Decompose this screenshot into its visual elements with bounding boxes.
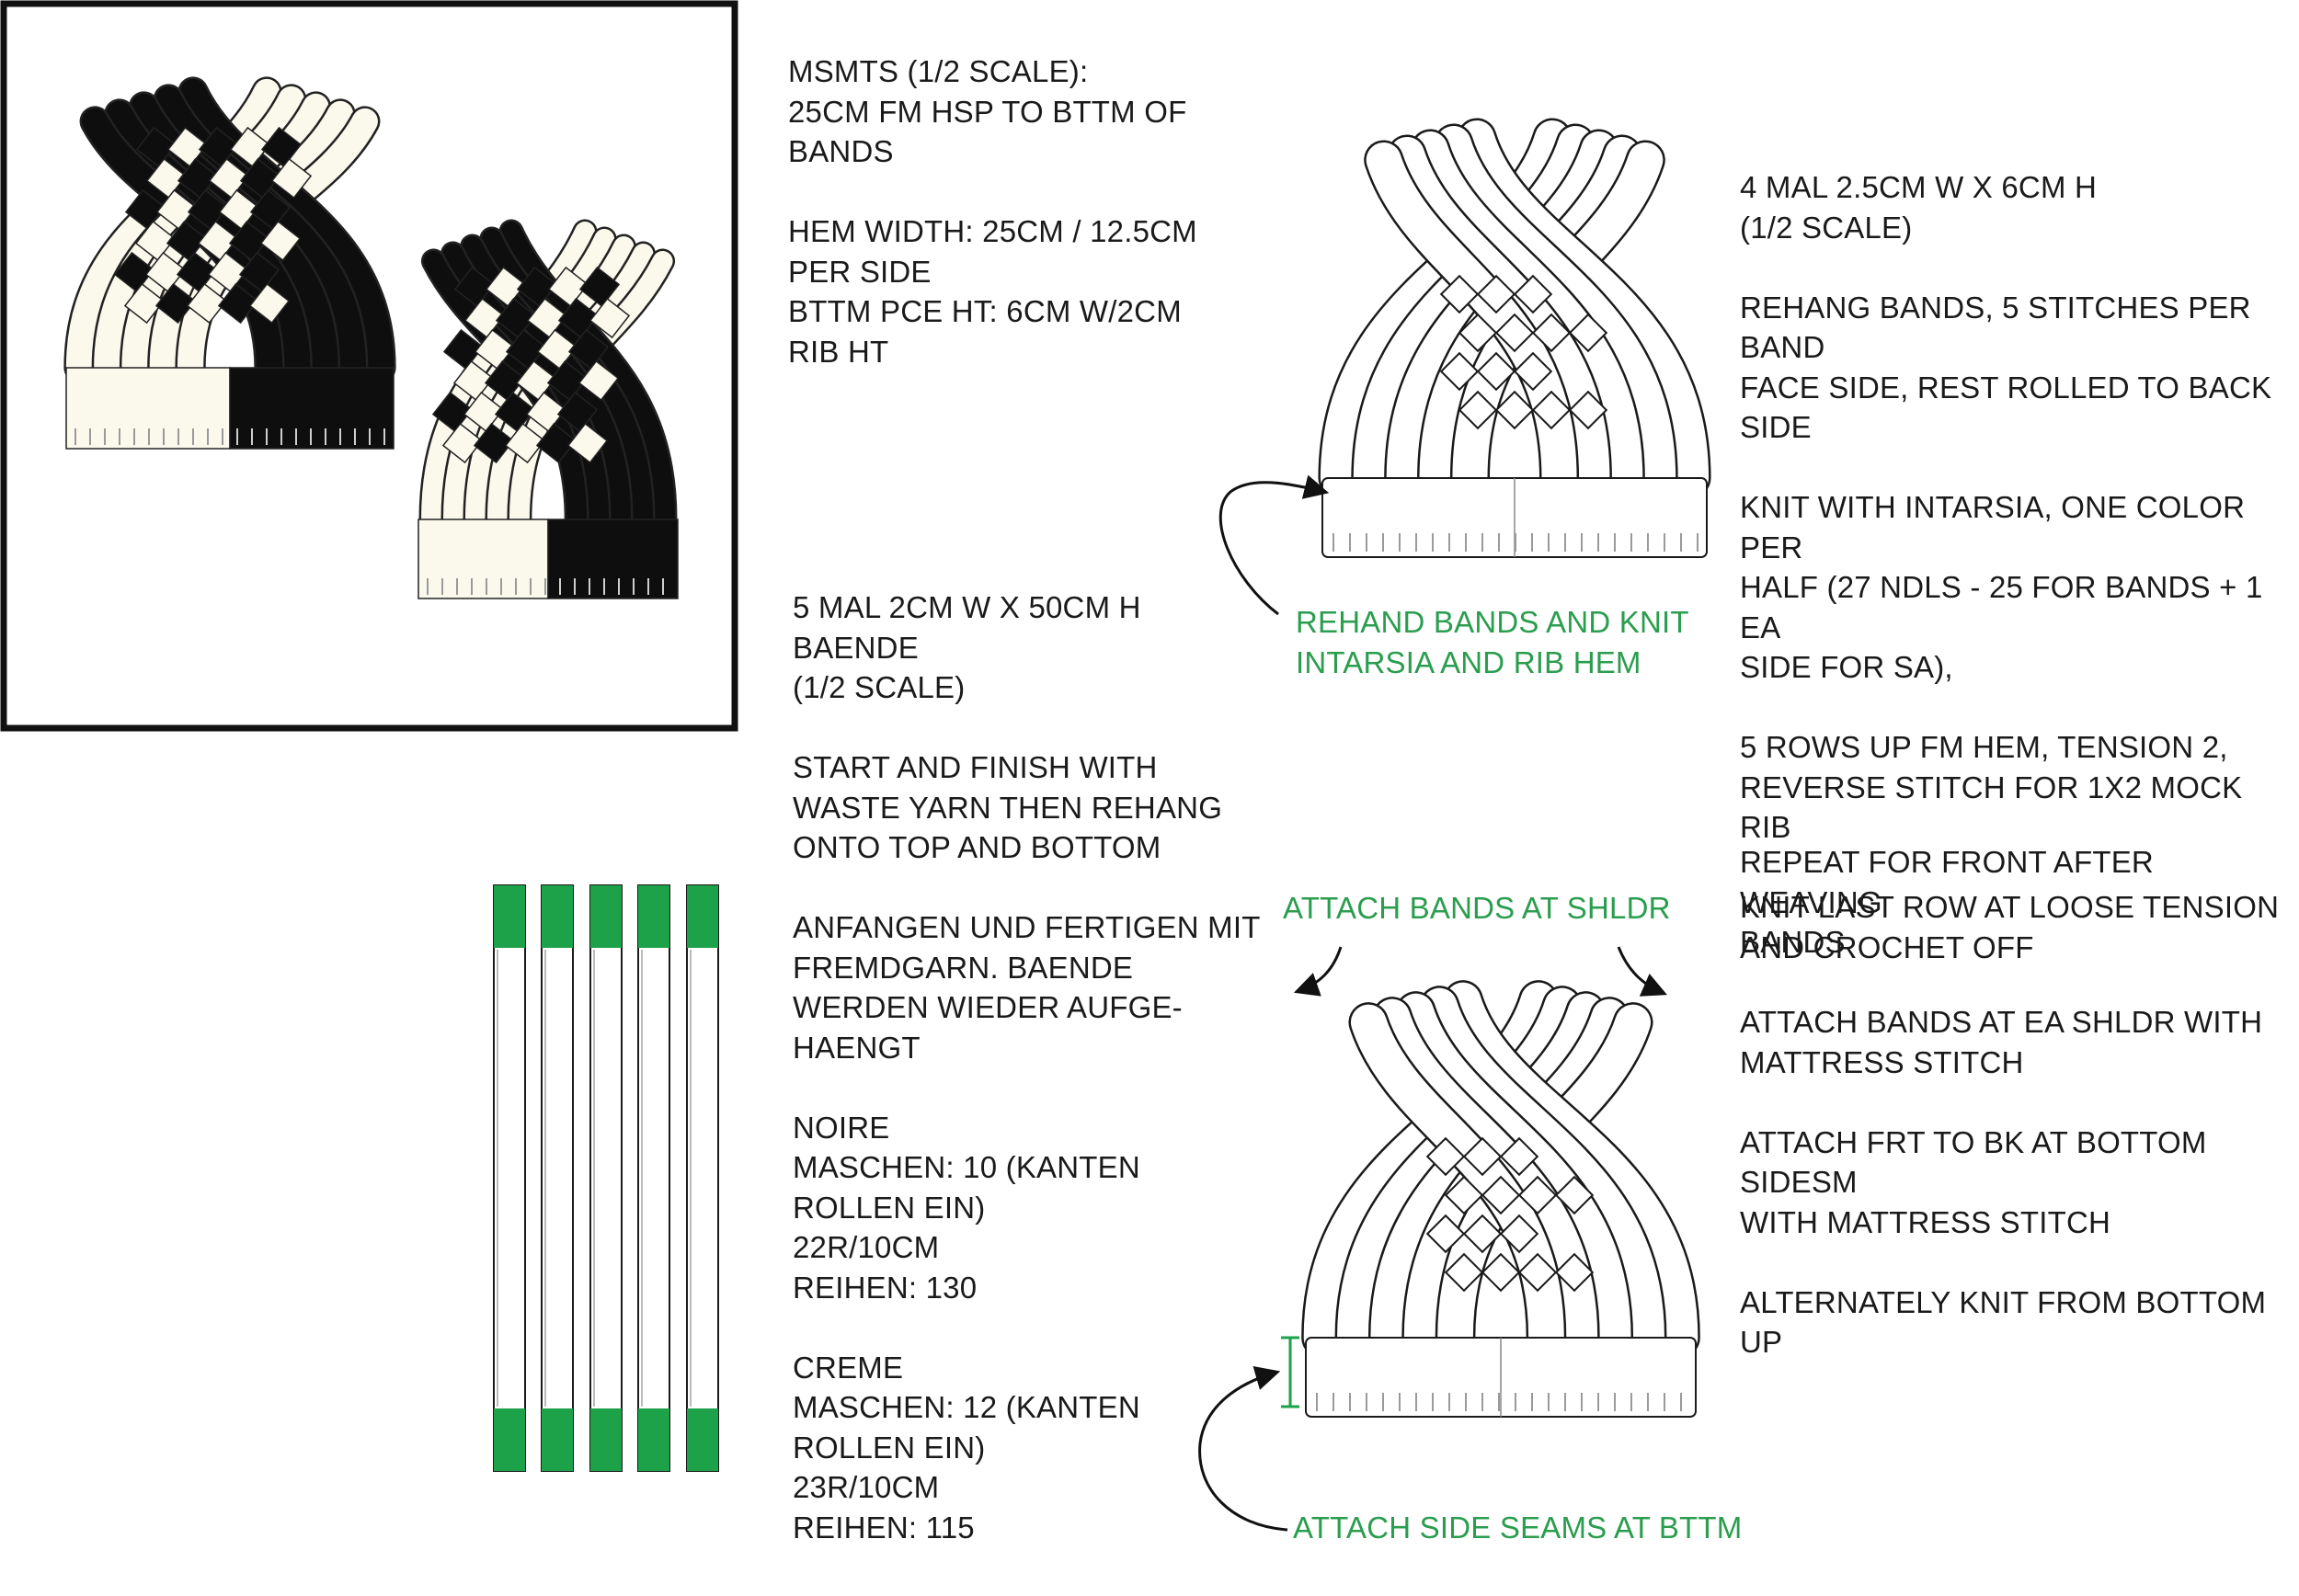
front-piece-outline — [1306, 1000, 1696, 1417]
band-strip — [687, 885, 718, 1471]
waste-yarn-top — [590, 885, 622, 948]
curved-arrow-icon — [1618, 947, 1663, 993]
band-strip — [638, 885, 669, 1471]
waste-yarn-bottom — [542, 1408, 573, 1471]
height-marker-icon — [1281, 1338, 1299, 1407]
waste-yarn-bottom — [687, 1408, 718, 1471]
waste-yarn-bottom — [638, 1408, 669, 1471]
back-piece-outline — [1322, 138, 1707, 557]
hem-black-half — [548, 519, 678, 598]
curved-arrow-icon — [1298, 947, 1341, 991]
waste-yarn-bottom — [494, 1408, 525, 1471]
band-strip — [542, 885, 573, 1471]
band-strips — [494, 885, 718, 1471]
waste-yarn-top — [494, 885, 525, 948]
waste-yarn-top — [542, 885, 573, 948]
curved-arrow-icon — [1220, 483, 1324, 614]
band-strip — [494, 885, 525, 1471]
waste-yarn-top — [638, 885, 669, 948]
weave-cross — [1482, 1254, 1519, 1291]
waste-yarn-bottom — [590, 1408, 622, 1471]
hem-cream-half — [418, 519, 548, 598]
front-mockup-black-cream — [418, 232, 678, 598]
back-mockup-black-cream — [66, 92, 394, 449]
band-strip — [590, 885, 622, 1471]
waste-yarn-top — [687, 885, 718, 948]
curved-arrow-icon — [1200, 1373, 1287, 1530]
